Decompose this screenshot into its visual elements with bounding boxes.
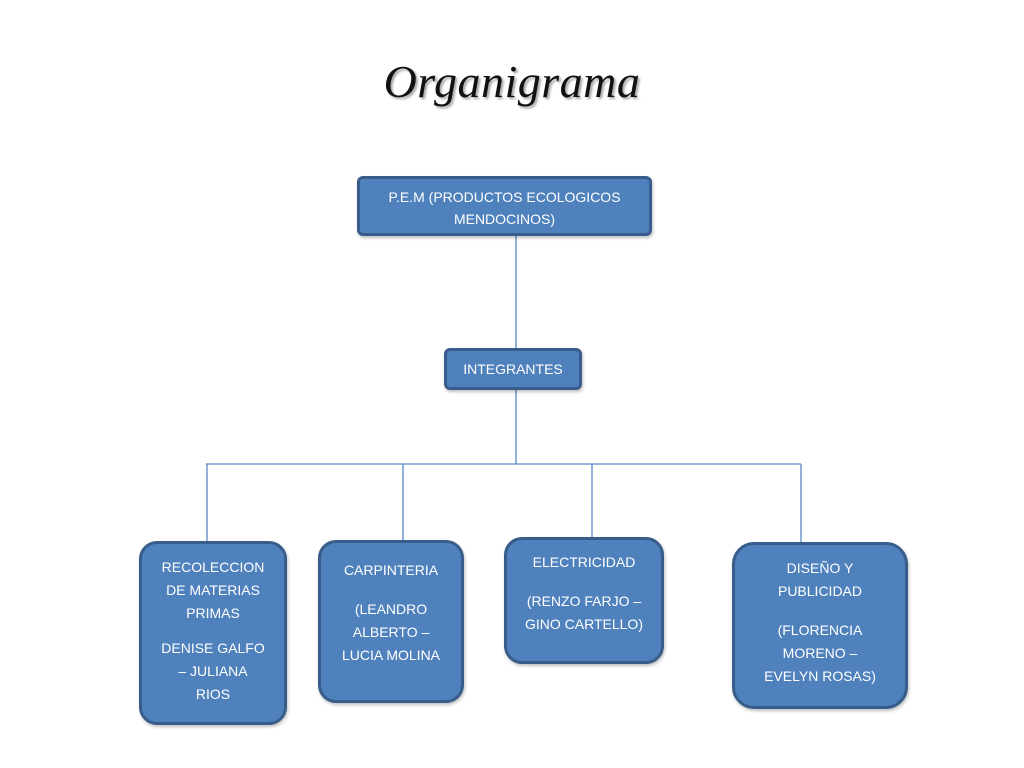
org-node-electricidad: ELECTRICIDAD (RENZO FARJO – GINO CARTELL… bbox=[504, 537, 664, 664]
org-node-root-line-2: MENDOCINOS) bbox=[453, 211, 556, 227]
org-node-diseno: DISEÑO Y PUBLICIDAD (FLORENCIA MORENO – … bbox=[732, 542, 908, 709]
org-node-members: (LEANDRO ALBERTO – LUCIA MOLINA bbox=[341, 601, 441, 663]
org-node-members: (RENZO FARJO – GINO CARTELLO) bbox=[525, 593, 643, 632]
org-node-integrantes-label: INTEGRANTES bbox=[463, 360, 563, 377]
org-node-members: DENISE GALFO – JULIANA RIOS bbox=[161, 640, 265, 702]
org-node-name: CARPINTERIA bbox=[343, 562, 439, 578]
org-node-root: P.E.M (PRODUCTOS ECOLOGICOS MENDOCINOS) bbox=[357, 176, 652, 236]
org-node-root-line-1: P.E.M (PRODUCTOS ECOLOGICOS bbox=[388, 189, 621, 205]
org-node-name: ELECTRICIDAD bbox=[532, 554, 636, 570]
org-node-name: DISEÑO Y PUBLICIDAD bbox=[777, 560, 863, 599]
org-node-members: (FLORENCIA MORENO – EVELYN ROSAS) bbox=[764, 622, 876, 684]
page-title: Organigrama bbox=[383, 56, 641, 107]
org-node-recoleccion: RECOLECCION DE MATERIAS PRIMAS DENISE GA… bbox=[139, 541, 287, 725]
org-node-integrantes: INTEGRANTES bbox=[444, 348, 582, 390]
org-node-name: RECOLECCION DE MATERIAS PRIMAS bbox=[161, 559, 265, 621]
org-node-carpinteria: CARPINTERIA (LEANDRO ALBERTO – LUCIA MOL… bbox=[318, 540, 464, 703]
